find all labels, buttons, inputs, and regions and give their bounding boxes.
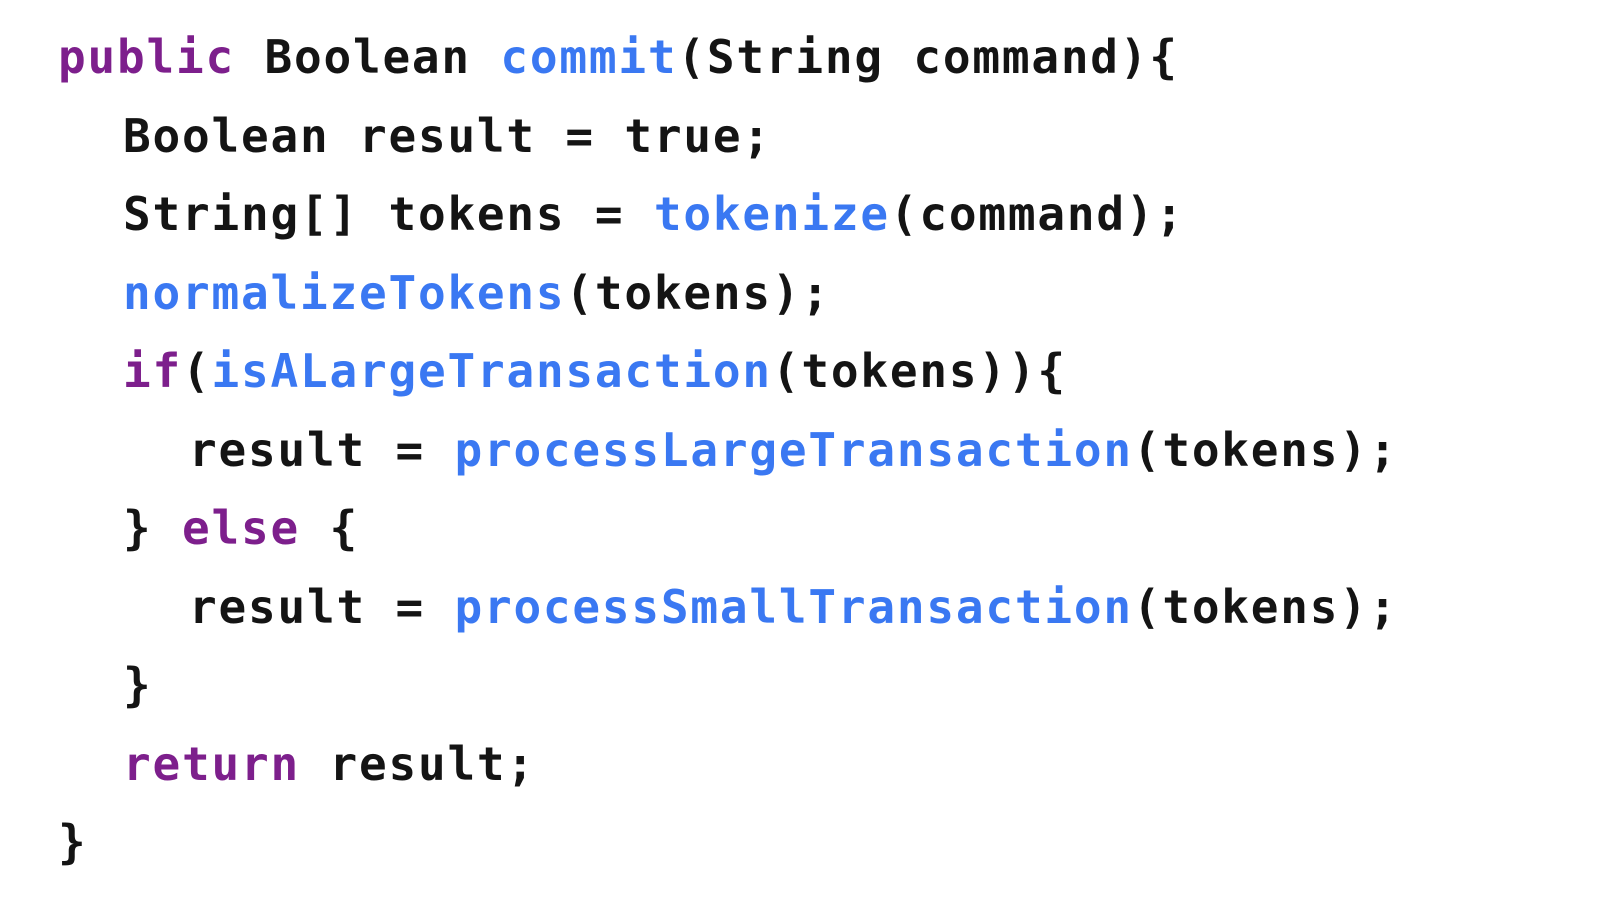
code-token: Boolean result = true; xyxy=(123,108,772,163)
function-name-token: commit xyxy=(500,30,678,84)
keyword-token: if xyxy=(123,344,182,398)
code-token: { xyxy=(299,501,359,555)
function-call-token: isALargeTransaction xyxy=(211,344,772,398)
code-token: } xyxy=(123,501,182,555)
code-line-4: normalizeTokens(tokens); xyxy=(58,254,1398,333)
code-token: } xyxy=(58,815,88,869)
keyword-token: else xyxy=(182,501,300,555)
code-token: (tokens); xyxy=(1132,579,1399,634)
code-line-8: result = processSmallTransaction(tokens)… xyxy=(58,568,1398,647)
code-token: (tokens); xyxy=(565,265,831,320)
code-token: (tokens); xyxy=(1132,422,1399,477)
code-token: (command); xyxy=(889,187,1185,241)
code-line-5: if(isALargeTransaction(tokens)){ xyxy=(58,332,1398,411)
function-call-token: tokenize xyxy=(653,187,890,241)
keyword-token: public xyxy=(58,30,235,84)
code-token: (String command){ xyxy=(677,30,1179,84)
code-token: result = xyxy=(189,422,455,477)
function-call-token: processSmallTransaction xyxy=(454,579,1133,634)
code-line-9: } xyxy=(58,646,1398,725)
code-token: result = xyxy=(189,579,455,634)
function-call-token: normalizeTokens xyxy=(123,265,566,320)
code-line-2: Boolean result = true; xyxy=(58,97,1398,176)
code-line-6: result = processLargeTransaction(tokens)… xyxy=(58,411,1398,490)
code-line-1: public Boolean commit(String command){ xyxy=(58,18,1398,97)
code-token: (tokens)){ xyxy=(771,344,1067,398)
code-line-7: } else { xyxy=(58,489,1398,568)
keyword-token: return xyxy=(123,736,300,791)
code-block: public Boolean commit(String command){Bo… xyxy=(58,18,1398,882)
code-token: Boolean xyxy=(234,30,501,84)
code-line-3: String[] tokens = tokenize(command); xyxy=(58,175,1398,254)
function-call-token: processLargeTransaction xyxy=(454,422,1133,477)
code-token: ( xyxy=(182,344,212,398)
code-line-11: } xyxy=(58,803,1398,882)
code-line-10: return result; xyxy=(58,725,1398,804)
code-token: String[] tokens = xyxy=(123,187,654,241)
code-token: result; xyxy=(299,736,536,791)
code-token: } xyxy=(123,658,153,712)
